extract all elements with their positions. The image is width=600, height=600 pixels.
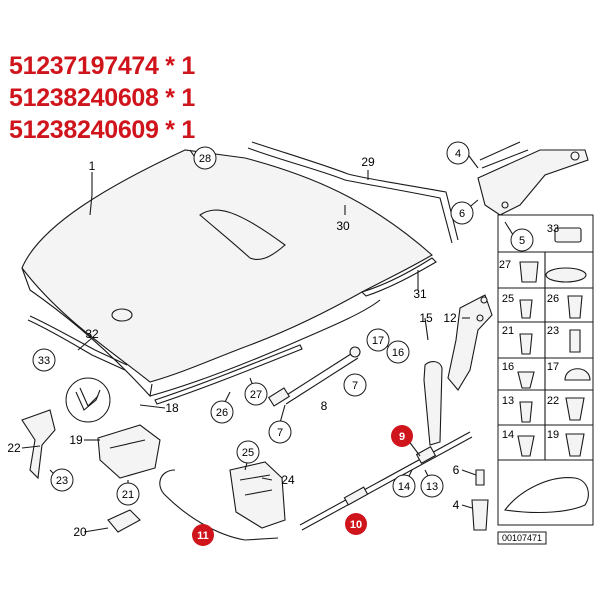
- callout-33: 33: [38, 355, 50, 367]
- callout-24: 24: [281, 473, 295, 487]
- callout-8: 8: [321, 399, 328, 413]
- latch-bracket: [97, 424, 161, 479]
- callout-25: 25: [242, 447, 254, 459]
- callout-27b: 27: [499, 259, 511, 271]
- catch-clip: [107, 509, 141, 533]
- callout-9: 9: [399, 431, 405, 443]
- callout-32: 32: [85, 327, 99, 341]
- callout-28: 28: [199, 153, 211, 165]
- callout-4: 4: [455, 148, 461, 160]
- callout-17b: 17: [547, 361, 559, 373]
- hood-panel: [21, 149, 433, 398]
- callout-10: 10: [350, 519, 362, 531]
- callout-21: 21: [122, 489, 134, 501]
- callout-31: 31: [413, 287, 427, 301]
- callout-25b: 25: [502, 293, 514, 305]
- callout-21b: 21: [502, 325, 514, 337]
- hood-hinge-lower: [423, 294, 493, 446]
- gas-strut: [267, 346, 361, 407]
- callout-16b: 16: [502, 361, 514, 373]
- callout-4b: 4: [453, 498, 460, 512]
- callout-18: 18: [165, 401, 179, 415]
- hood-seals: [27, 141, 459, 405]
- callout-20: 20: [73, 525, 87, 539]
- callout-22b: 22: [547, 395, 559, 407]
- callout-30: 30: [336, 219, 350, 233]
- safety-catch: [21, 409, 56, 480]
- callout-27: 27: [250, 389, 262, 401]
- callout-12: 12: [443, 311, 457, 325]
- drawing-id: 00107471: [502, 533, 542, 543]
- callout-10-highlight: [345, 513, 367, 535]
- callout-6b: 6: [453, 463, 460, 477]
- callout-33b: 33: [547, 223, 559, 235]
- callout-labels: 1 28 29 30 31 32 33 27 26 7 8 7 18 22 19…: [7, 141, 559, 546]
- callout-1: 1: [89, 159, 96, 173]
- part-number-1: 51237197474 * 1: [9, 52, 195, 80]
- callout-13b: 13: [502, 395, 514, 407]
- callout-7: 7: [277, 427, 283, 439]
- callout-26: 26: [216, 407, 228, 419]
- callout-11-highlight: [192, 524, 214, 546]
- callout-22: 22: [7, 441, 21, 455]
- release-cable: [159, 469, 279, 541]
- callout-13: 13: [426, 481, 438, 493]
- hardware-grid: [471, 214, 594, 531]
- callout-19b: 19: [547, 429, 559, 441]
- callout-6: 6: [459, 208, 465, 220]
- hood-latch: [229, 461, 286, 529]
- callout-11: 11: [197, 530, 209, 542]
- callout-29: 29: [361, 155, 375, 169]
- callout-23: 23: [56, 475, 68, 487]
- seal-detail-zoom: [65, 377, 111, 423]
- callout-17: 17: [372, 335, 384, 347]
- hood-hinge-upper: [477, 141, 589, 216]
- callout-9-highlight: [391, 425, 413, 447]
- callout-19: 19: [69, 433, 83, 447]
- bowden-cable: [299, 431, 473, 531]
- callout-16: 16: [392, 347, 404, 359]
- callout-14: 14: [398, 481, 410, 493]
- callout-26b: 26: [547, 293, 559, 305]
- drawing-id-box: [497, 531, 547, 545]
- callout-5: 5: [519, 235, 525, 247]
- part-number-3: 51238240609 * 1: [9, 116, 195, 144]
- callout-15: 15: [419, 311, 433, 325]
- part-number-2: 51238240608 * 1: [9, 84, 195, 112]
- callout-23b: 23: [547, 325, 559, 337]
- callout-14b: 14: [502, 429, 514, 441]
- callout-7b: 7: [352, 380, 358, 392]
